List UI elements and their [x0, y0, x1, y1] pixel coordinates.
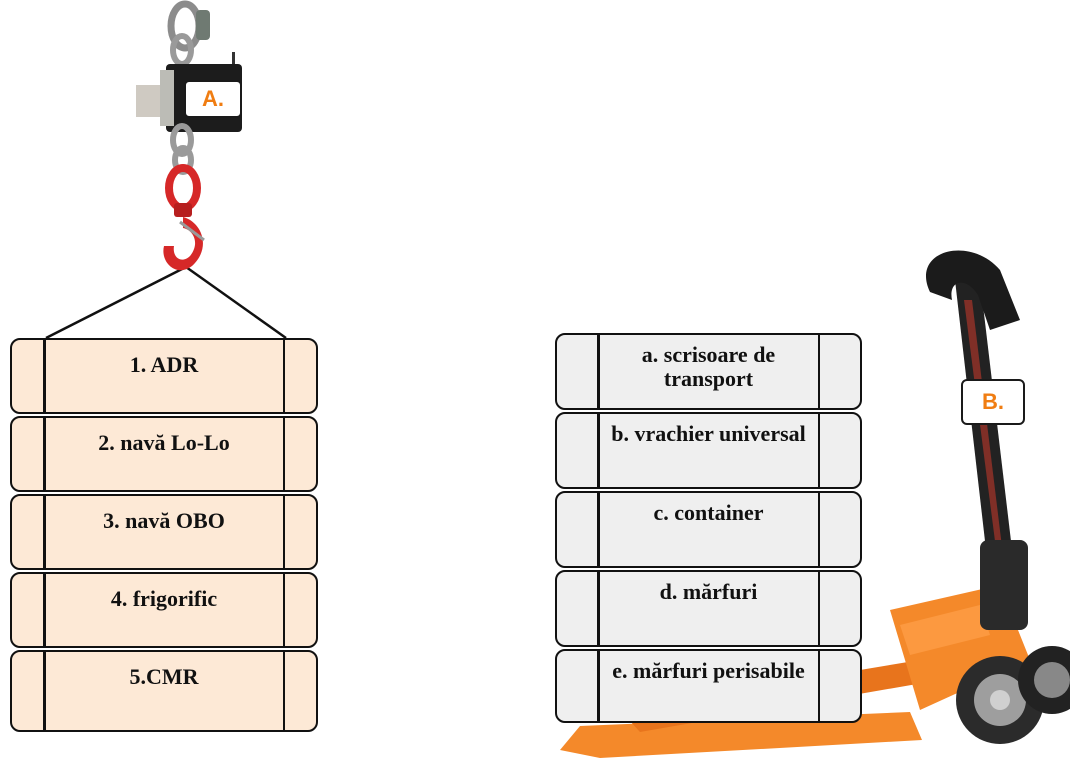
left-box-5: 5.CMR [10, 650, 318, 732]
left-box-3: 3. navă OBO [10, 494, 318, 570]
right-box-3-label: c. container [653, 500, 764, 525]
callout-b-label: B. [961, 379, 1025, 425]
right-box-2: b. vrachier universal [555, 412, 862, 489]
left-box-4-label: 4. frigorific [110, 586, 218, 611]
pallet-truck-icon [560, 250, 1070, 758]
crane-scale-hook-icon [136, 0, 242, 271]
left-box-4: 4. frigorific [10, 572, 318, 648]
right-box-5: e. mărfuri perisabile [555, 649, 862, 723]
left-box-2: 2. navă Lo-Lo [10, 416, 318, 492]
left-box-stack: 1. ADR 2. navă Lo-Lo 3. navă OBO 4. frig… [10, 338, 318, 732]
right-box-1-label: a. scrisoare de transport [641, 342, 776, 391]
right-box-stack: a. scrisoare de transport b. vrachier un… [555, 333, 862, 723]
callout-a-label: A. [184, 80, 242, 118]
right-box-4-label: d. mărfuri [659, 579, 758, 604]
left-box-5-label: 5.CMR [129, 664, 199, 689]
right-box-1: a. scrisoare de transport [555, 333, 862, 410]
right-box-5-label: e. mărfuri perisabile [612, 658, 805, 683]
left-box-1: 1. ADR [10, 338, 318, 414]
right-box-2-label: b. vrachier universal [611, 421, 806, 446]
right-box-4: d. mărfuri [555, 570, 862, 647]
left-box-3-label: 3. navă OBO [103, 508, 225, 533]
left-box-1-label: 1. ADR [129, 352, 199, 377]
left-box-2-label: 2. navă Lo-Lo [98, 430, 230, 455]
right-box-3: c. container [555, 491, 862, 568]
